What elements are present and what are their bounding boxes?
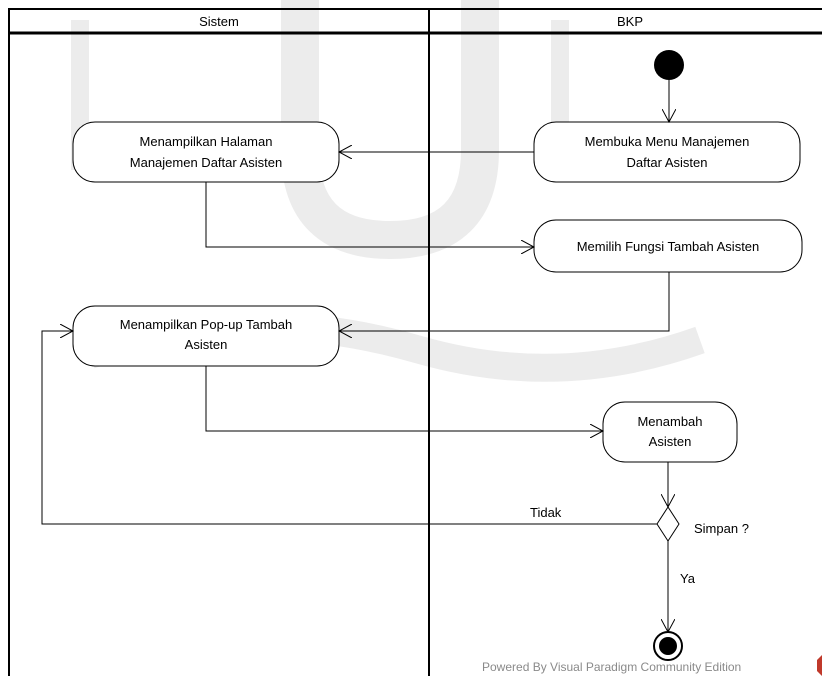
decision-label: Simpan ? [694,521,749,536]
decision-no-label: Tidak [530,505,562,520]
final-node [653,631,683,661]
decision-diamond [656,506,680,542]
footer-powered-by: Powered By Visual Paradigm Community Edi… [482,660,741,674]
action-menambah-line2: Asisten [649,434,692,449]
lane-header-sistem: Sistem [199,14,239,29]
flow-pilih-to-popup [339,272,670,331]
action-tampil-halaman-line1: Menampilkan Halaman [140,134,273,149]
flow-popup-to-menambah [205,366,603,431]
action-buka-menu: Membuka Menu Manajemen Daftar Asisten [533,121,801,183]
swimlane-right [428,8,822,676]
flow-halaman-to-pilih [205,182,534,247]
decision-yes-label: Ya [680,571,696,586]
action-buka-menu-line2: Daftar Asisten [627,155,708,170]
action-tampil-popup-line2: Asisten [185,337,228,352]
action-tampil-halaman: Menampilkan Halaman Manajemen Daftar Asi… [72,121,340,183]
initial-node [654,50,684,80]
action-buka-menu-line1: Membuka Menu Manajemen [585,134,750,149]
lane-header-bkp: BKP [617,14,643,29]
action-tampil-popup-line1: Menampilkan Pop-up Tambah [120,317,292,332]
flow-decision-tidak [41,331,657,525]
swimlane-frame [8,8,822,676]
control-flows [41,80,670,632]
visual-paradigm-logo-icon [817,655,822,676]
action-menambah-line1: Menambah [637,414,702,429]
action-pilih-fungsi: Memilih Fungsi Tambah Asisten [533,219,803,273]
action-tampil-halaman-line2: Manajemen Daftar Asisten [130,155,282,170]
action-tampil-popup: Menampilkan Pop-up Tambah Asisten [72,305,340,367]
action-menambah: Menambah Asisten [602,401,738,463]
action-pilih-fungsi-line1: Memilih Fungsi Tambah Asisten [577,239,760,254]
